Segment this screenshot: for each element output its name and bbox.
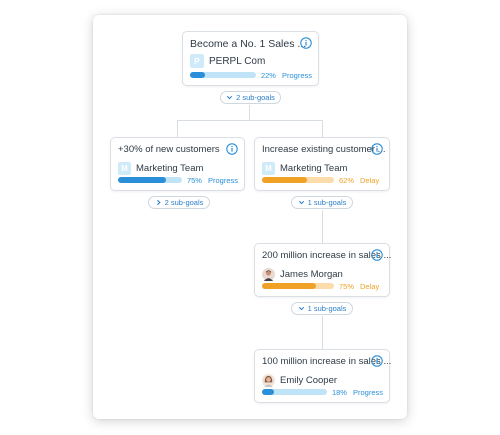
chevron-down-icon xyxy=(298,200,304,205)
goal-card-right[interactable]: Increase existing customer ... M Marketi… xyxy=(254,137,390,191)
sub-goals-toggle-root[interactable]: 2 sub-goals xyxy=(220,91,281,104)
progress-status: Delay xyxy=(360,281,380,291)
progress-row: 22% Progress xyxy=(190,70,312,80)
progress-status: Delay xyxy=(360,175,380,185)
owner-name: Marketing Team xyxy=(136,162,204,174)
progress-status: Progress xyxy=(207,175,238,185)
goal-owner: P PERPL Com xyxy=(190,54,265,68)
progress-fill xyxy=(118,177,166,183)
goal-card-left[interactable]: +30% of new customers M Marketing Team 7… xyxy=(110,137,245,191)
goal-card-child2[interactable]: 100 million increase in sales ... Emily … xyxy=(254,349,392,403)
info-icon[interactable] xyxy=(300,37,312,49)
goal-title: Increase existing customer ... xyxy=(262,144,386,155)
goal-owner: James Morgan xyxy=(262,267,343,281)
progress-bar xyxy=(190,72,256,78)
owner-name: Marketing Team xyxy=(280,162,348,174)
owner-initial-badge: P xyxy=(190,54,204,68)
sub-goals-label: 2 sub-goals xyxy=(164,198,204,207)
progress-fill xyxy=(262,389,274,395)
goal-title: +30% of new customers xyxy=(118,144,220,155)
progress-row: 75% Progress xyxy=(118,175,238,185)
progress-row: 18% Progress xyxy=(262,387,383,397)
owner-name: James Morgan xyxy=(280,268,343,280)
goal-title: Become a No. 1 Sales ... xyxy=(190,38,307,50)
chevron-down-icon xyxy=(227,95,233,100)
avatar xyxy=(262,267,275,281)
goal-card-child1[interactable]: 200 million increase in sales ... James … xyxy=(254,243,392,297)
connector-root-down xyxy=(249,105,250,121)
goal-card-root[interactable]: Become a No. 1 Sales ... P PERPL Com 22%… xyxy=(182,31,319,86)
progress-fill xyxy=(190,72,205,78)
owner-name: PERPL Com xyxy=(209,55,266,67)
info-icon[interactable] xyxy=(371,143,383,155)
progress-bar xyxy=(118,177,182,183)
goal-owner: Emily Cooper xyxy=(262,373,337,387)
owner-initial-badge: M xyxy=(118,161,131,175)
goal-title: 200 million increase in sales ... xyxy=(262,250,392,261)
progress-status: Progress xyxy=(281,70,312,80)
sub-goals-label: 1 sub-goals xyxy=(307,198,347,207)
connector-left-down xyxy=(177,120,178,137)
connector-right-down xyxy=(322,120,323,137)
progress-percent: 75% xyxy=(339,281,355,291)
progress-row: 62% Delay xyxy=(262,175,383,185)
goal-owner: M Marketing Team xyxy=(262,161,347,175)
sub-goals-toggle-child1[interactable]: 1 sub-goals xyxy=(291,302,353,315)
sub-goals-label: 2 sub-goals xyxy=(236,93,275,102)
info-icon[interactable] xyxy=(226,143,238,155)
chevron-down-icon xyxy=(298,306,304,311)
progress-status: Progress xyxy=(352,387,383,397)
connector-horizontal xyxy=(177,120,322,121)
progress-fill xyxy=(262,177,307,183)
owner-initial-badge: M xyxy=(262,161,275,175)
progress-bar xyxy=(262,177,334,183)
sub-goals-toggle-left[interactable]: 2 sub-goals xyxy=(148,196,210,209)
progress-percent: 18% xyxy=(331,387,347,397)
goal-owner: M Marketing Team xyxy=(118,161,203,175)
progress-percent: 22% xyxy=(260,70,276,80)
avatar xyxy=(262,373,275,387)
progress-percent: 62% xyxy=(339,175,355,185)
info-icon[interactable] xyxy=(371,249,383,261)
chevron-right-icon xyxy=(156,199,161,206)
progress-bar xyxy=(262,389,327,395)
progress-row: 75% Delay xyxy=(262,281,383,291)
goal-title: 100 million increase in sales ... xyxy=(262,356,392,367)
connector-child1-child2 xyxy=(322,316,323,349)
progress-fill xyxy=(262,283,316,289)
sub-goals-toggle-right[interactable]: 1 sub-goals xyxy=(291,196,353,209)
connector-right-child1 xyxy=(322,210,323,243)
sub-goals-label: 1 sub-goals xyxy=(307,304,347,313)
progress-bar xyxy=(262,283,334,289)
info-icon[interactable] xyxy=(371,355,383,367)
progress-percent: 75% xyxy=(186,175,202,185)
owner-name: Emily Cooper xyxy=(280,374,338,386)
